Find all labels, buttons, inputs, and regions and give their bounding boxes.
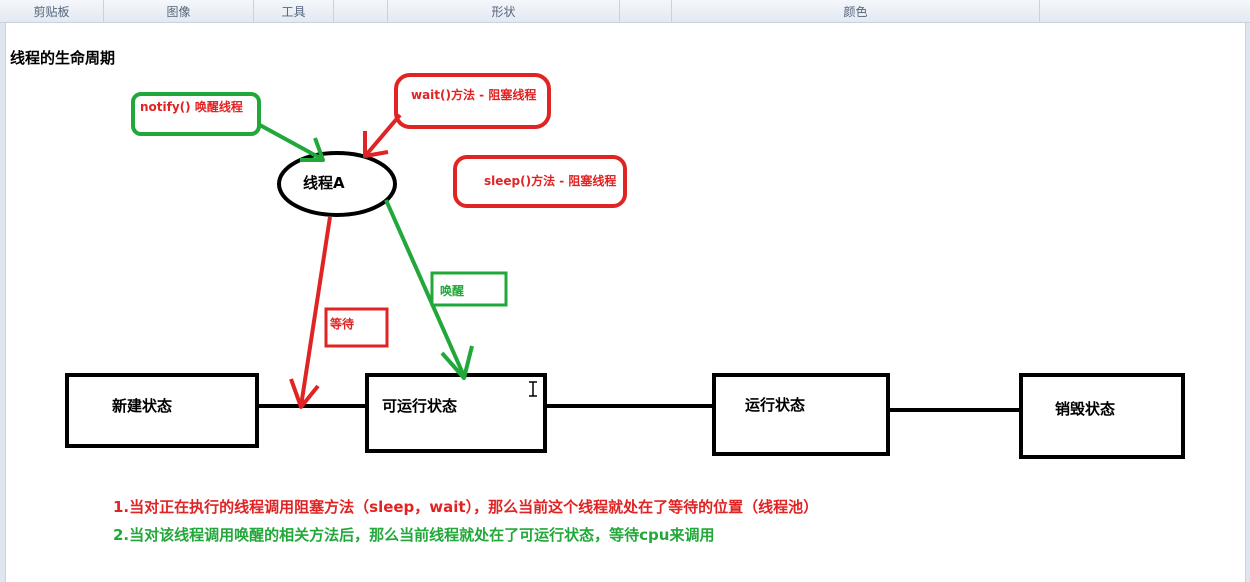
wake-label: 唤醒 [440,283,464,298]
wait-callout-label: wait()方法 - 阻塞线程 [411,87,536,102]
sleep-callout-label: sleep()方法 - 阻塞线程 [484,173,616,188]
ribbon-divider [620,0,672,22]
waiting-arrow [289,216,332,409]
notify-callout[interactable]: notify() 唤醒线程 [131,92,261,136]
ribbon-group-clipboard[interactable]: 剪贴板 [0,0,104,22]
notify-callout-label: notify() 唤醒线程 [140,99,243,114]
sleep-callout[interactable]: sleep()方法 - 阻塞线程 [453,155,627,208]
state-runnable[interactable]: 可运行状态 [365,373,547,453]
canvas-left-border [0,23,6,582]
thread-a-node[interactable]: 线程A [277,151,397,217]
state-new-label: 新建状态 [112,397,172,415]
text-cursor-icon [529,381,537,397]
state-running[interactable]: 运行状态 [712,373,890,456]
canvas-right-border [1245,23,1250,582]
wait-arrow [363,113,402,158]
state-new[interactable]: 新建状态 [65,373,259,448]
wake-arrow [384,199,474,380]
ribbon-group-image[interactable]: 图像 [104,0,254,22]
ribbon-divider [334,0,388,22]
wake-label-box[interactable]: 唤醒 [430,271,508,307]
waiting-label-box[interactable]: 等待 [324,307,389,348]
notify-arrow [257,122,325,162]
wait-callout[interactable]: wait()方法 - 阻塞线程 [394,73,551,129]
ribbon-group-colors[interactable]: 颜色 [672,0,1040,22]
thread-a-label: 线程A [303,174,345,192]
ribbon-group-tools[interactable]: 工具 [254,0,334,22]
note-wakeup: 2.当对该线程调用唤醒的相关方法后，那么当前线程就处在了可运行状态，等待cpu来… [113,526,715,544]
ribbon-toolbar: 剪贴板 图像 工具 形状 颜色 [0,0,1250,23]
page-title: 线程的生命周期 [10,49,116,67]
state-running-label: 运行状态 [745,396,805,414]
note-blocking: 1.当对正在执行的线程调用阻塞方法（sleep，wait），那么当前这个线程就处… [113,498,819,516]
ribbon-group-shapes[interactable]: 形状 [388,0,620,22]
state-runnable-label: 可运行状态 [382,397,457,415]
waiting-label: 等待 [329,316,354,331]
state-dead-label: 销毁状态 [1055,400,1115,418]
state-dead[interactable]: 销毁状态 [1019,373,1185,459]
